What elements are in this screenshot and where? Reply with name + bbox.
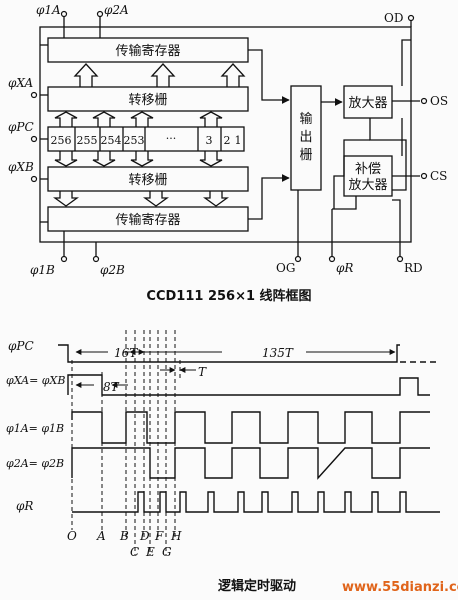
waveform-phi-2a-2b [71, 447, 430, 480]
label-phi-1b: φ1B [30, 263, 55, 277]
label-timing-phi-pc: φPC [8, 339, 34, 353]
label-transfer-gate-top: 转移栅 [128, 93, 167, 108]
output-gate [290, 85, 322, 191]
label-shift-register-bottom: 传输寄存器 [115, 212, 180, 228]
pixel-cell: 3 [206, 134, 213, 147]
time-mark: A [96, 529, 106, 543]
shift-register-top [47, 37, 249, 63]
label-transfer-gate-bottom: 转移栅 [128, 173, 167, 188]
pixel-cell: 2 [224, 134, 231, 147]
label-comp-amp: 补偿 [355, 162, 381, 177]
transfer-gate-top [47, 86, 249, 112]
waveform-phi-r [72, 491, 440, 513]
label-output-gate: 输 [299, 111, 312, 127]
transfer-arrow [203, 191, 229, 207]
label-timing-phi-1a-1b: φ1A= φ1B [6, 422, 64, 435]
time-mark: B [119, 529, 129, 543]
pixel-cell: 255 [77, 134, 98, 147]
time-mark: O [67, 529, 77, 543]
time-mark: F [154, 529, 164, 543]
label-phi-2a: φ2A [104, 3, 129, 17]
block-diagram [39, 16, 420, 256]
label-t: T [198, 365, 207, 379]
label-phi-1a: φ1A [36, 3, 61, 17]
transfer-arrow [130, 111, 154, 127]
watermark: www.55dianzi.com [342, 580, 458, 595]
label-output-gate: 出 [299, 130, 312, 145]
time-mark: D [139, 529, 150, 543]
label-od: OD [384, 11, 403, 25]
label-os: OS [430, 94, 448, 108]
label-timing-phi-2a-2b: φ2A= φ2B [6, 457, 64, 470]
time-mark: G [162, 545, 172, 559]
label-phi-2b: φ2B [100, 263, 125, 277]
pixel-cell: 254 [101, 134, 122, 147]
label-output-gate: 栅 [299, 148, 312, 163]
pixel-array [47, 126, 245, 152]
time-markers [71, 330, 181, 555]
transfer-arrow [73, 63, 99, 87]
waveform-phi-pc [58, 344, 400, 363]
label-og: OG [276, 261, 295, 275]
connector [248, 174, 290, 220]
transfer-arrow [92, 151, 116, 167]
transfer-arrow [54, 151, 78, 167]
label-8t: 8T [103, 380, 120, 394]
transfer-arrow [220, 63, 246, 87]
waveform-phi-1a-1b [71, 411, 430, 444]
outer-frame [39, 26, 412, 243]
label-cs: CS [430, 169, 447, 183]
transfer-arrow [199, 151, 223, 167]
block-diagram-caption: CCD111 256×1 线阵框图 [146, 288, 311, 304]
transfer-gate-bottom [47, 166, 249, 192]
transfer-arrow [199, 111, 223, 127]
pins [30, 10, 428, 263]
transfer-arrow [54, 111, 78, 127]
pixel-cell: 256 [51, 134, 72, 147]
time-mark: H [170, 529, 182, 543]
label-phi-r: φR [336, 261, 353, 275]
block-diagram-labels: φ1A φ2A OD φXA φPC φXB OS CS φ1B φ2B OG … [8, 3, 448, 304]
pixel-cell: 253 [124, 134, 145, 147]
label-135t: 135T [262, 346, 294, 360]
label-comp-amp: 放大器 [348, 178, 387, 193]
label-phi-xb: φXB [8, 160, 34, 174]
pixel-cell: 1 [235, 134, 242, 147]
label-amplifier: 放大器 [348, 96, 387, 111]
pixel-cell: ··· [166, 132, 177, 145]
label-timing-phi-xa-xb: φXA= φXB [6, 374, 65, 387]
label-shift-register-top: 传输寄存器 [115, 43, 180, 59]
label-16t: 16T [114, 346, 138, 360]
timing-labels: φPC φXA= φXB φ1A= φ1B φ2A= φ2B φR 16T 13… [6, 339, 458, 595]
transfer-arrow [92, 111, 116, 127]
label-phi-xa: φXA [8, 76, 34, 90]
time-mark: E [145, 545, 155, 559]
timing-diagram [58, 330, 440, 555]
amplifier [343, 85, 393, 119]
label-timing-phi-r: φR [16, 499, 33, 513]
transfer-arrow [53, 191, 79, 207]
waveform-phi-xa-xb [67, 374, 430, 396]
time-mark: C [130, 545, 139, 559]
connector [248, 49, 290, 104]
label-rd: RD [404, 261, 423, 275]
label-phi-pc: φPC [8, 120, 34, 134]
shift-register-bottom [47, 206, 249, 232]
transfer-arrow [143, 191, 169, 207]
transfer-arrow [150, 63, 176, 87]
timing-caption: 逻辑定时驱动 [218, 578, 296, 594]
transfer-arrow [130, 151, 154, 167]
